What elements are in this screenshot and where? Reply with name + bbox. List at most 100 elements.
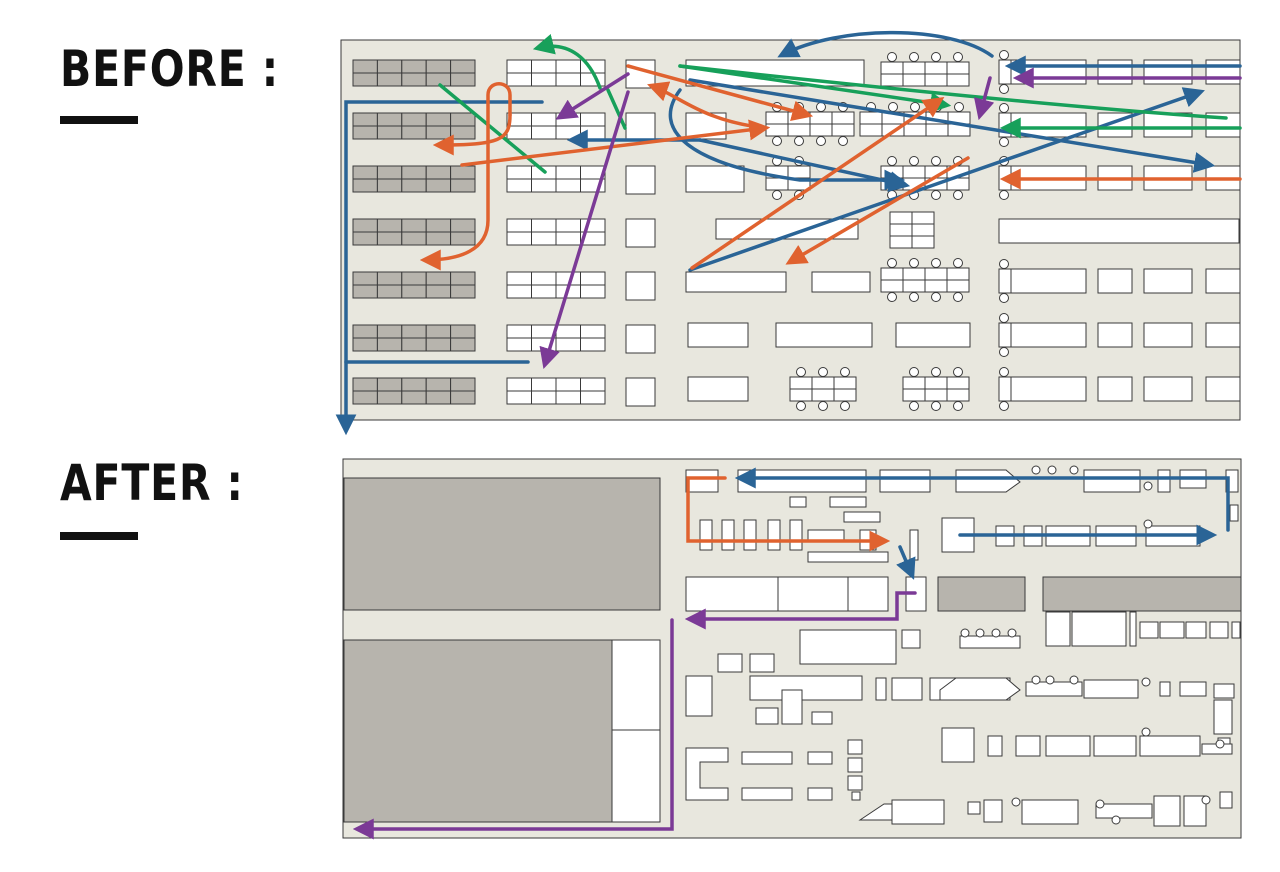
station-table	[946, 267, 970, 281]
equipment	[847, 576, 889, 612]
station-table	[859, 111, 883, 125]
workbench-cell	[580, 390, 606, 405]
storage-rack-cell	[352, 125, 378, 140]
storage-rack-cell	[352, 178, 378, 193]
station-table	[902, 279, 926, 293]
station-table	[946, 279, 970, 293]
storage-rack-cell	[401, 271, 427, 286]
chair	[999, 84, 1009, 94]
chair	[887, 156, 897, 166]
equipment	[749, 653, 775, 673]
after-floor-plan	[342, 458, 1242, 839]
equipment	[1045, 611, 1071, 647]
before-flow-lines	[335, 30, 1242, 436]
chair	[1045, 675, 1055, 685]
station-table	[833, 376, 857, 390]
chair	[999, 401, 1009, 411]
after-storage-shelf	[611, 729, 661, 823]
storage-rack-cell	[401, 231, 427, 246]
after-flow-orange	[686, 476, 891, 552]
chair	[999, 367, 1009, 377]
chair	[931, 258, 941, 268]
chair	[931, 401, 941, 411]
workbench-cell	[531, 284, 557, 299]
station-table	[902, 376, 926, 390]
before-flow-purple	[555, 72, 630, 120]
before-flow-orange	[626, 64, 814, 121]
before-machines	[685, 59, 1241, 402]
storage-rack-cell	[450, 59, 476, 74]
workbench-cell	[555, 125, 581, 140]
machine-box	[625, 59, 656, 89]
after-storage-area-bottom	[343, 639, 613, 823]
workbench-cell	[506, 59, 532, 74]
before-flow-orange	[690, 97, 945, 270]
workbench-cell	[531, 390, 557, 405]
chair	[818, 367, 828, 377]
chair	[931, 52, 941, 62]
workbench-cell	[531, 59, 557, 74]
chair	[909, 401, 919, 411]
chair	[1031, 465, 1041, 475]
storage-rack-cell	[450, 324, 476, 339]
machine	[685, 271, 787, 293]
chair	[960, 628, 970, 638]
workbench-cell	[555, 165, 581, 180]
storage-rack-cell	[376, 271, 403, 286]
equipment	[851, 791, 861, 801]
chair	[887, 292, 897, 302]
chair	[909, 367, 919, 377]
after-storage-block	[1042, 576, 1242, 612]
station-table	[789, 388, 813, 402]
machine	[687, 322, 749, 348]
machine-cell	[889, 235, 913, 249]
before-flow-blue	[668, 88, 906, 191]
storage-rack-cell	[376, 165, 403, 180]
after-flow-purple	[352, 618, 674, 840]
equipment	[1229, 504, 1239, 522]
storage-rack-cell	[450, 284, 476, 299]
station-table	[831, 111, 855, 125]
workbench-cell	[506, 72, 532, 87]
machine	[685, 165, 745, 193]
machine	[1143, 376, 1193, 402]
machine	[1097, 268, 1133, 294]
storage-rack-cell	[450, 218, 476, 233]
storage-rack-cell	[450, 178, 476, 193]
equipment	[1083, 679, 1139, 699]
storage-rack-cell	[401, 377, 427, 392]
chair	[794, 136, 804, 146]
equipment	[1095, 803, 1153, 819]
equipment	[781, 689, 803, 725]
station-table	[765, 111, 789, 125]
workbench-cell	[531, 231, 557, 246]
equipment	[1157, 469, 1171, 493]
station-table	[859, 123, 883, 137]
station-table	[811, 376, 835, 390]
station-table	[787, 165, 811, 179]
machine	[1205, 322, 1241, 348]
equipment	[807, 551, 889, 563]
machine	[1143, 112, 1193, 138]
workbench-cell	[506, 337, 532, 352]
chair	[954, 102, 964, 112]
conveyor	[858, 803, 893, 821]
storage-rack-cell	[352, 284, 378, 299]
before-flow-blue	[688, 87, 1205, 272]
chair	[1215, 739, 1225, 749]
conveyor	[939, 677, 1021, 701]
workbench-cell	[531, 218, 557, 233]
equipment	[755, 707, 779, 725]
chair	[1069, 675, 1079, 685]
chair	[887, 258, 897, 268]
workbench-cell	[531, 271, 557, 286]
storage-rack-cell	[450, 231, 476, 246]
machine	[1009, 268, 1087, 294]
chair	[1007, 628, 1017, 638]
chair	[953, 292, 963, 302]
chair	[1141, 677, 1151, 687]
machine	[811, 271, 871, 293]
station-table	[998, 322, 1012, 348]
storage-rack-cell	[401, 218, 427, 233]
machine-cell	[911, 223, 935, 237]
